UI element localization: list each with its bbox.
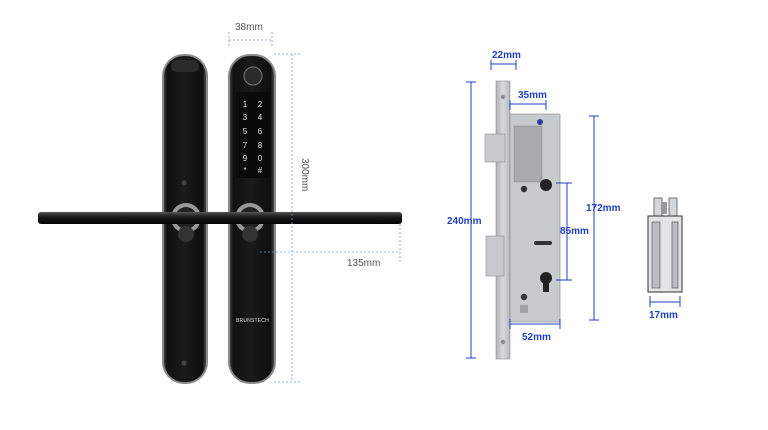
key-1[interactable]: 1 [242,100,248,109]
backset-label: 35mm [518,90,547,101]
case-depth-label: 52mm [522,332,551,343]
key-star[interactable]: * [243,166,247,175]
brand-logo-text: BRUNSTECH [236,318,269,324]
outer-screw [181,180,187,186]
cylinder-hole [540,272,552,292]
key-hash[interactable]: # [257,166,263,175]
latch-bolt [484,133,506,163]
key-5[interactable]: 5 [242,127,248,136]
faceplate-width-label: 22mm [492,50,521,61]
handle-dimension-lines [228,32,401,383]
lever-length-label: 135mm [347,258,381,269]
handle-height-label: 300mm [299,158,310,192]
faceplate [495,80,511,360]
lever-bar [38,212,402,224]
keypad-panel [236,92,270,178]
key-7[interactable]: 7 [242,141,248,150]
key-2[interactable]: 2 [257,100,263,109]
mortise-side-view [647,197,683,293]
dead-bolt [485,235,505,277]
faceplate-length-label: 240mm [447,216,482,227]
case-height-label: 172mm [586,203,621,214]
key-0[interactable]: 0 [257,154,263,163]
key-4[interactable]: 4 [257,113,263,122]
side-thickness-label: 17mm [649,310,678,321]
center-distance-label: 85mm [560,226,589,237]
side-view-dimension-lines [649,296,681,307]
key-8[interactable]: 8 [257,141,263,150]
spindle-hole [540,179,552,191]
key-6[interactable]: 6 [257,127,263,136]
fingerprint-sensor[interactable] [243,66,263,86]
key-9[interactable]: 9 [242,154,248,163]
outer-bottom-screw [181,360,187,366]
key-3[interactable]: 3 [242,113,248,122]
outer-top-cap [171,60,199,72]
handle-width-label: 38mm [235,22,263,33]
mortise-lock-body [484,80,561,360]
mortise-dimension-lines [466,60,599,359]
